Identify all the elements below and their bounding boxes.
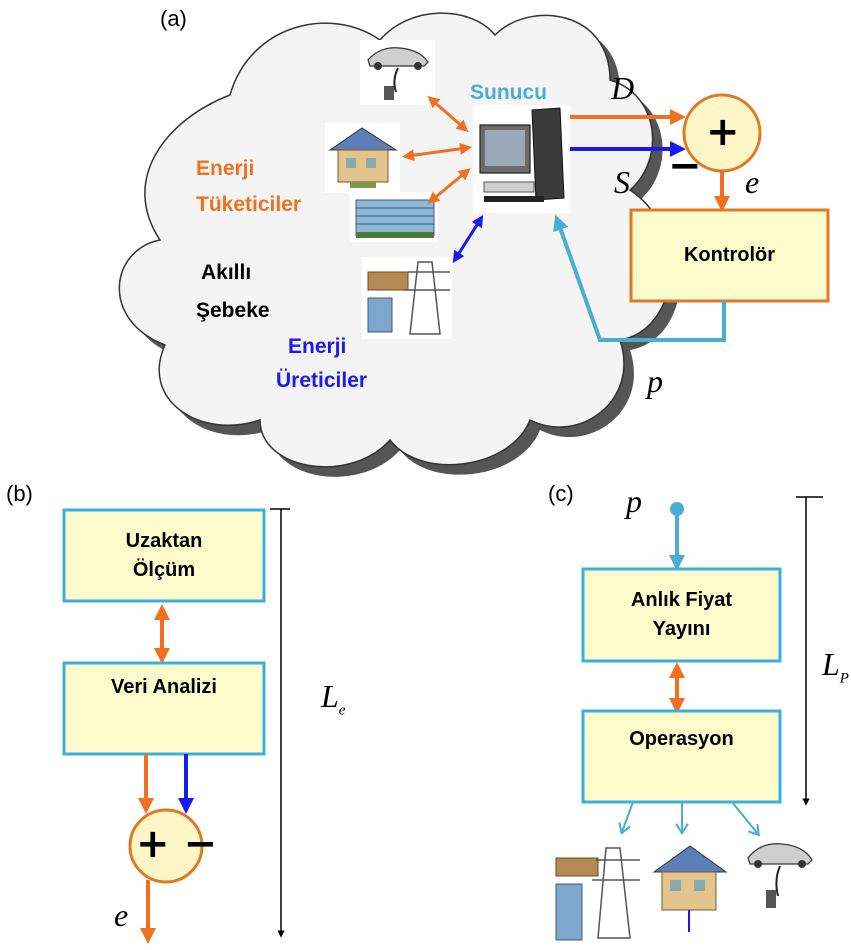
supply-symbol: S bbox=[614, 164, 630, 200]
remote-measurement-line2: Ölçüm bbox=[132, 558, 196, 581]
price-broadcast-box bbox=[581, 567, 782, 663]
summing-plus-a: + bbox=[706, 109, 740, 155]
power-plant-icon bbox=[362, 257, 452, 339]
computer-server-icon bbox=[473, 105, 570, 213]
smart-grid-label-line2: Şebeke bbox=[196, 299, 270, 322]
operation-label: Operasyon bbox=[629, 728, 734, 750]
controller-label: Kontrolör bbox=[683, 244, 776, 266]
data-analysis-label: Veri Analizi bbox=[111, 676, 217, 698]
price-broadcast-line1: Anlık Fiyat bbox=[630, 589, 733, 611]
price-symbol-c: p bbox=[626, 483, 642, 519]
solar-house-icon bbox=[325, 123, 400, 193]
summing-minus-a: − bbox=[668, 143, 702, 189]
remote-measurement-box bbox=[62, 508, 266, 603]
consumers-label-line2: Tüketiciler bbox=[196, 193, 302, 216]
data-analysis-box bbox=[62, 661, 266, 756]
remote-measurement-label: Uzaktan Ölçüm bbox=[64, 510, 264, 601]
remote-measurement-line1: Uzaktan bbox=[125, 529, 203, 552]
producers-label-line1: Enerji bbox=[288, 335, 347, 358]
solar-house-icon bbox=[650, 842, 730, 934]
consumers-label-line1: Enerji bbox=[196, 157, 255, 180]
power-plant-icon bbox=[550, 842, 642, 946]
price-input-dot bbox=[670, 502, 684, 516]
panel-label-c: (c) bbox=[548, 481, 574, 506]
electric-car-icon bbox=[360, 40, 435, 105]
panel-label-a: (a) bbox=[160, 6, 187, 31]
demand-symbol: D bbox=[611, 70, 635, 106]
office-building-icon bbox=[350, 192, 438, 242]
latency-symbol-c: LP bbox=[822, 646, 849, 687]
summing-junction-b bbox=[128, 808, 204, 884]
operation-box bbox=[581, 709, 782, 804]
error-symbol-a: e bbox=[745, 164, 760, 200]
price-broadcast-label: Anlık Fiyat Yayını bbox=[583, 569, 780, 661]
price-symbol-a: p bbox=[647, 363, 663, 399]
summing-signs-b: + − bbox=[136, 821, 217, 867]
error-symbol-b: e bbox=[114, 897, 129, 933]
price-broadcast-line2: Yayını bbox=[652, 618, 711, 640]
electric-car-icon bbox=[740, 838, 820, 922]
server-label: Sunucu bbox=[470, 81, 547, 104]
smart-grid-label-line1: Akıllı bbox=[201, 261, 252, 284]
producers-label-line2: Üreticiler bbox=[276, 369, 368, 392]
panel-label-b: (b) bbox=[6, 481, 33, 506]
latency-symbol-b: Le bbox=[321, 678, 346, 719]
controller-box bbox=[629, 208, 830, 303]
